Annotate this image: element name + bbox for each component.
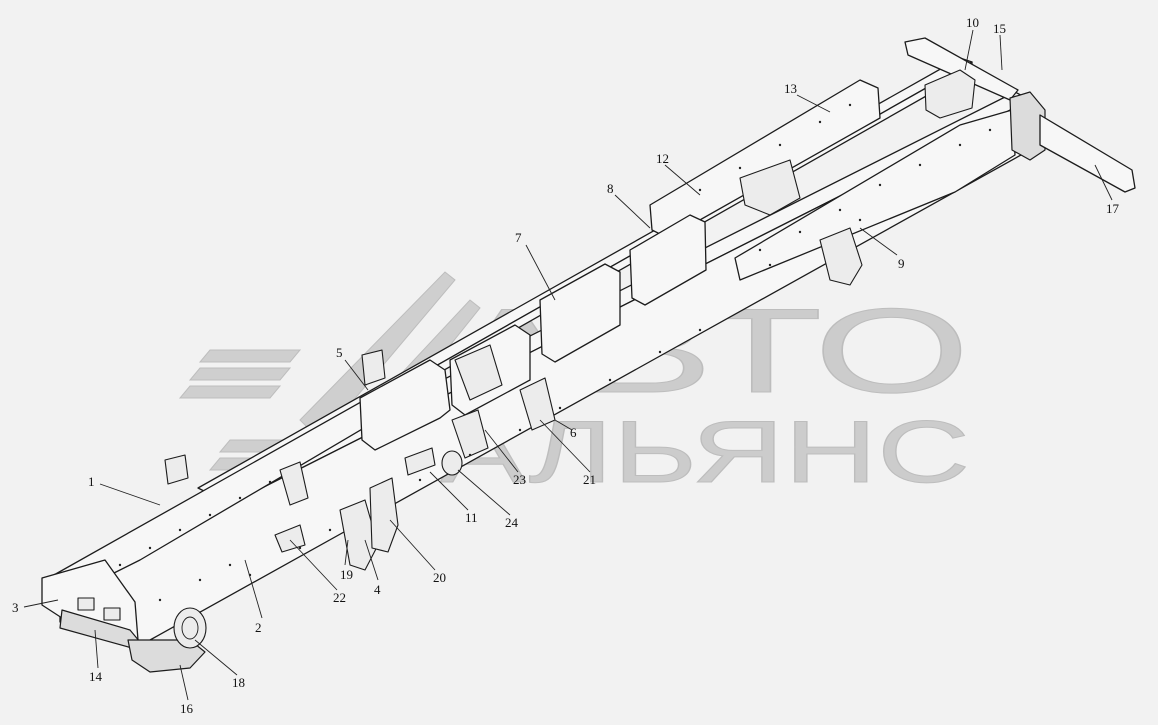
- rear-spring-bracket: [819, 227, 863, 286]
- rear-tow-tube: [1039, 114, 1136, 193]
- callout-15: 15: [993, 21, 1006, 36]
- callout-23: 23: [513, 472, 526, 487]
- rear-hanger-plate: [739, 159, 801, 216]
- callout-24: 24: [505, 515, 519, 530]
- callout-12: 12: [656, 151, 669, 166]
- callout-labels: 1 2 3 4 5 6 7 8 9 10 11 12 13 14 15 16 1…: [12, 15, 1120, 716]
- callout-7: 7: [515, 230, 522, 245]
- callout-13: 13: [784, 81, 797, 96]
- air-bracket-24: [441, 450, 463, 476]
- callout-14: 14: [89, 669, 103, 684]
- rear-upper-member: [649, 79, 881, 239]
- front-post: [164, 454, 189, 485]
- cross-member-7: [539, 263, 621, 363]
- rear-cross-member: [904, 37, 1019, 101]
- callout-22: 22: [333, 590, 346, 605]
- spring-bracket-front-a: [339, 499, 379, 571]
- bracket-gusset-c: [451, 409, 489, 459]
- cross-member-8: [629, 214, 707, 306]
- spring-bracket-front-b: [369, 477, 399, 553]
- callout-11: 11: [465, 510, 478, 525]
- callout-21: 21: [583, 472, 596, 487]
- callout-8: 8: [607, 181, 614, 196]
- rear-cross-bracket: [924, 69, 976, 119]
- front-cross-window-2: [103, 607, 121, 621]
- callout-20: 20: [433, 570, 446, 585]
- front-cross-window: [77, 597, 95, 611]
- callout-2: 2: [255, 620, 262, 635]
- callout-18: 18: [232, 675, 245, 690]
- leader-lines: [23, 29, 1113, 701]
- callout-9: 9: [898, 256, 905, 271]
- callout-19: 19: [340, 567, 353, 582]
- front-wheel-bracket-18: [173, 607, 207, 649]
- fuel-tank-bracket-22: [274, 524, 306, 553]
- front-wheel-bracket-18-inner: [181, 616, 199, 640]
- callout-3: 3: [12, 600, 19, 615]
- rear-reinforcement-plate: [734, 109, 1016, 281]
- rear-end-bracket: [1009, 91, 1046, 161]
- callout-17: 17: [1106, 201, 1120, 216]
- spring-bracket-far: [279, 461, 309, 506]
- callout-10: 10: [966, 15, 979, 30]
- callout-16: 16: [180, 701, 194, 716]
- callout-5: 5: [336, 345, 343, 360]
- callout-1: 1: [88, 474, 95, 489]
- cross-member-5: [359, 359, 451, 451]
- cab-mount-5: [361, 349, 386, 386]
- bolt-holes: [118, 103, 992, 602]
- chassis-frame: [41, 37, 1136, 673]
- bracket-gusset-a: [454, 344, 503, 401]
- callout-6: 6: [570, 425, 577, 440]
- bracket-11: [404, 447, 436, 476]
- callout-4: 4: [374, 582, 381, 597]
